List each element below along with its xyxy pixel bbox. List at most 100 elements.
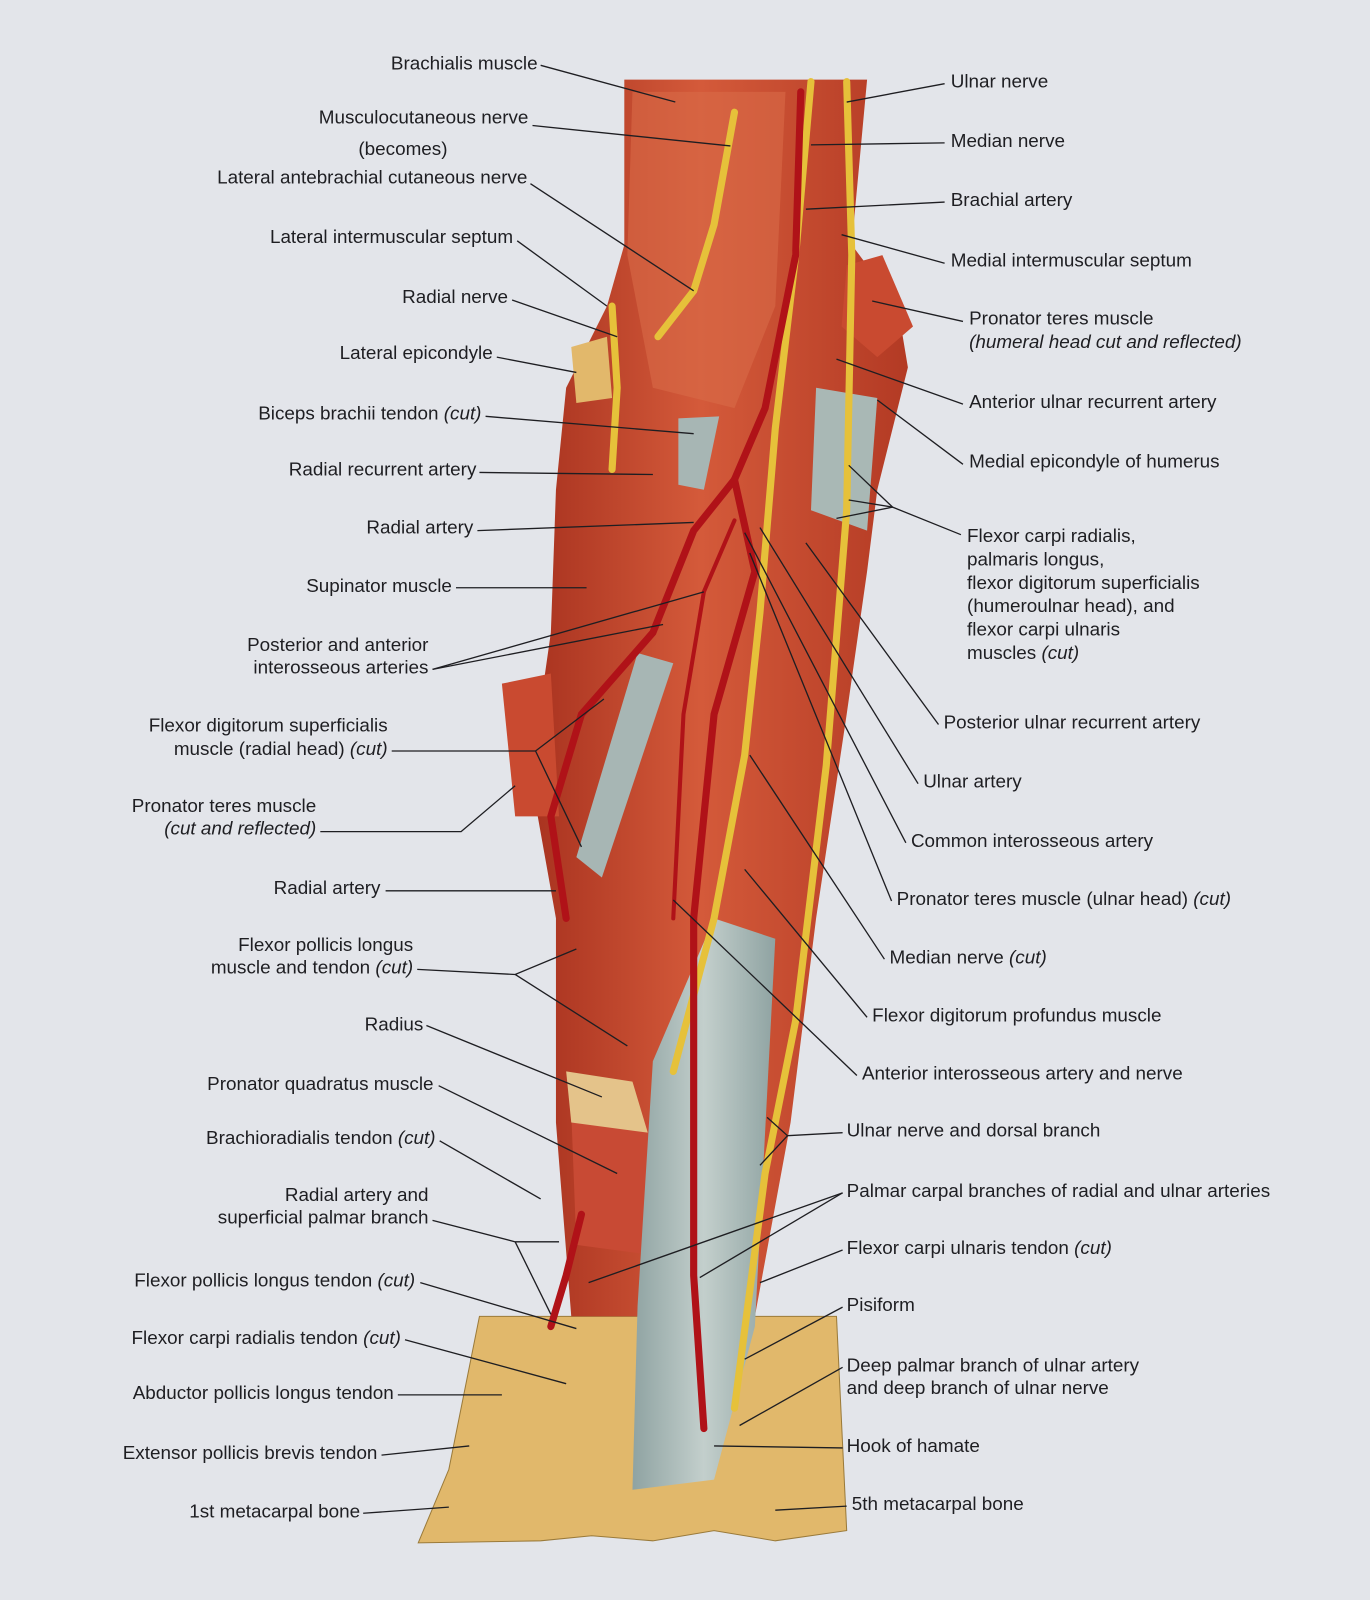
leader-line	[775, 1505, 847, 1511]
left-label: Musculocutaneous nerve(becomes)	[319, 106, 731, 159]
label-line: Brachioradialis tendon (cut)	[206, 1127, 436, 1148]
label-text: Radial nerve	[402, 286, 508, 307]
right-label: Common interosseous artery	[744, 532, 1154, 851]
label-line: Pisiform	[847, 1294, 915, 1315]
label-line: Flexor pollicis longus	[238, 934, 413, 955]
label-text: Pronator teres muscle	[132, 795, 316, 816]
leader-line	[841, 234, 945, 264]
leader-line	[805, 201, 945, 210]
label-text: Anterior interosseous artery and nerve	[862, 1063, 1183, 1084]
label-text: Lateral antebrachial cutaneous nerve	[217, 167, 527, 188]
label-line: Flexor digitorum profundus muscle	[872, 1004, 1161, 1025]
label-line: Median nerve	[951, 130, 1065, 151]
leader-line	[836, 506, 893, 520]
left-label: Abductor pollicis longus tendon	[133, 1382, 502, 1403]
label-text: flexor carpi ulnaris	[967, 619, 1120, 640]
lateral-epicondyle	[571, 336, 613, 404]
label-line: Flexor pollicis longus tendon (cut)	[134, 1270, 415, 1291]
right-label: Posterior ulnar recurrent artery	[805, 542, 1201, 733]
label-line: flexor digitorum superficialis	[967, 572, 1200, 593]
left-label: 1st metacarpal bone	[189, 1500, 449, 1521]
label-text: Palmar carpal branches of radial and uln…	[847, 1180, 1270, 1201]
label-line: Flexor carpi ulnaris tendon (cut)	[847, 1237, 1112, 1258]
leader-line	[872, 300, 964, 323]
right-label: 5th metacarpal bone	[775, 1493, 1024, 1514]
right-label: Palmar carpal branches of radial and uln…	[588, 1180, 1270, 1284]
label-line: Radial artery	[366, 517, 473, 538]
label-text: Ulnar nerve	[951, 71, 1048, 92]
left-label: Radius	[365, 1014, 603, 1098]
label-line: Radial nerve	[402, 286, 508, 307]
leader-line	[420, 1282, 577, 1330]
leader-line	[432, 591, 705, 671]
leader-line	[432, 623, 664, 671]
label-text: Deep palmar branch of ulnar artery	[847, 1354, 1140, 1375]
pronator-quadratus	[571, 1112, 653, 1256]
leader-line	[759, 1135, 789, 1166]
label-line: Ulnar nerve	[951, 71, 1048, 92]
leader-line	[404, 1339, 567, 1385]
label-line: Flexor carpi radialis tendon (cut)	[132, 1327, 401, 1348]
label-text: superficial palmar branch	[218, 1206, 429, 1227]
hand-bones	[417, 1315, 848, 1544]
label-line: Radial artery	[274, 877, 381, 898]
label-text: Abductor pollicis longus tendon	[133, 1382, 394, 1403]
leader-line	[759, 1249, 843, 1284]
left-label: Radial recurrent artery	[289, 459, 653, 480]
label-text: Medial epicondyle of humerus	[969, 450, 1220, 471]
leader-line	[381, 1445, 470, 1456]
label-text: Hook of hamate	[847, 1435, 980, 1456]
right-label: Flexor carpi radialis,palmaris longus,fl…	[836, 464, 1200, 663]
label-line: Musculocutaneous nerve	[319, 106, 529, 127]
label-line: muscle (radial head) (cut)	[174, 738, 388, 759]
leader-line	[749, 552, 893, 902]
right-label: Ulnar nerve	[846, 71, 1048, 103]
label-line: (humeroulnar head), and	[967, 595, 1175, 616]
label-line: Deep palmar branch of ulnar artery	[847, 1354, 1140, 1375]
label-text: Radial recurrent artery	[289, 459, 477, 480]
pronator-teres-reflected-medial	[841, 255, 913, 358]
label-text: Radial artery and	[285, 1184, 429, 1205]
label-line: Median nerve (cut)	[890, 946, 1047, 967]
label-text: Musculocutaneous nerve	[319, 106, 529, 127]
label-text: Flexor pollicis longus	[238, 934, 413, 955]
interosseous-artery	[671, 518, 737, 921]
label-line: and deep branch of ulnar nerve	[847, 1377, 1109, 1398]
label-text: Ulnar nerve and dorsal branch	[847, 1120, 1101, 1141]
label-text: Flexor carpi radialis,	[967, 525, 1136, 546]
label-italic-text: (cut)	[1009, 946, 1047, 967]
leader-line	[744, 868, 868, 1018]
leader-line	[848, 499, 893, 508]
label-italic-text: (cut)	[1074, 1237, 1112, 1258]
label-text: Brachialis muscle	[391, 52, 538, 73]
left-label: Extensor pollicis brevis tendon	[123, 1442, 470, 1463]
label-text: Supinator muscle	[306, 575, 452, 596]
right-label: Pronator teres muscle (ulnar head) (cut)	[749, 552, 1231, 909]
label-line: Radial recurrent artery	[289, 459, 477, 480]
label-text: (humeroulnar head), and	[967, 595, 1175, 616]
label-line: Flexor carpi radialis,	[967, 525, 1136, 546]
label-line: Brachial artery	[951, 189, 1073, 210]
label-text: Pronator teres muscle	[969, 307, 1153, 328]
left-label: Radial artery	[274, 877, 556, 898]
leader-line	[516, 240, 608, 307]
label-italic-text: (cut)	[1193, 888, 1231, 909]
label-line: Medial epicondyle of humerus	[969, 450, 1220, 471]
leader-line	[363, 1506, 449, 1514]
label-line: Lateral intermuscular septum	[270, 226, 513, 247]
label-text: Flexor pollicis longus tendon	[134, 1270, 377, 1291]
leader-line	[532, 124, 731, 147]
leader-line	[485, 415, 694, 435]
label-text: Flexor digitorum superficialis	[149, 715, 388, 736]
right-label: Flexor carpi ulnaris tendon (cut)	[759, 1237, 1112, 1284]
leader-line	[805, 542, 940, 725]
label-text: Lateral intermuscular septum	[270, 226, 513, 247]
label-text: Pronator teres muscle (ulnar head)	[897, 888, 1194, 909]
label-text: Flexor carpi ulnaris tendon	[847, 1237, 1074, 1258]
leader-line	[534, 750, 583, 848]
label-line: Lateral antebrachial cutaneous nerve	[217, 167, 527, 188]
label-line: interosseous arteries	[253, 656, 428, 677]
label-line: muscles (cut)	[967, 642, 1079, 663]
left-label: Supinator muscle	[306, 575, 587, 596]
label-italic-text: (cut)	[377, 1270, 415, 1291]
